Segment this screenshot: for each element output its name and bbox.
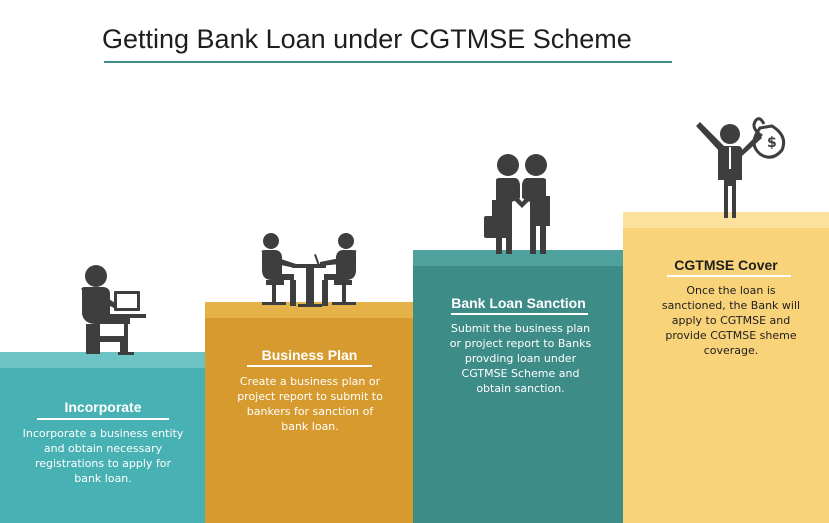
step-cgtmse-cover: CGTMSE Cover Once the loan is sanctioned…: [623, 212, 829, 523]
money-bag-celebration-icon: $: [696, 117, 786, 218]
step-description: Submit the business plan or project repo…: [449, 322, 592, 395]
step-bank-loan-sanction: Bank Loan Sanction Submit the business p…: [413, 250, 624, 523]
step-front-face: [0, 368, 206, 523]
title-underline: [104, 61, 672, 63]
handshake-icon: [484, 154, 550, 254]
step-front-face: [413, 266, 624, 523]
meeting-icon: [261, 233, 357, 307]
step-title: Incorporate: [64, 399, 142, 415]
step-title-underline: [667, 275, 791, 277]
step-incorporate: Incorporate Incorporate a business entit…: [0, 352, 206, 523]
step-top-face: [413, 250, 624, 266]
step-description: Incorporate a business entity and obtain…: [22, 427, 184, 485]
step-description: Once the loan is sanctioned, the Bank wi…: [661, 284, 801, 357]
step-title-underline: [37, 418, 169, 420]
step-business-plan: Business Plan Create a business plan or …: [205, 302, 414, 523]
step-front-face: [205, 318, 414, 523]
step-description: Create a business plan or project report…: [237, 375, 383, 433]
step-title: Bank Loan Sanction: [451, 295, 586, 311]
page-title: Getting Bank Loan under CGTMSE Scheme: [102, 24, 632, 54]
step-title-underline: [451, 313, 588, 315]
person-at-computer-icon: [81, 265, 146, 355]
svg-text:$: $: [767, 135, 777, 151]
step-top-face: [205, 302, 414, 318]
step-top-face: [623, 212, 829, 228]
step-title: CGTMSE Cover: [674, 257, 778, 273]
step-top-face: [0, 352, 206, 368]
step-title-underline: [247, 365, 372, 367]
step-title: Business Plan: [261, 347, 358, 363]
step-front-face: [623, 228, 829, 523]
